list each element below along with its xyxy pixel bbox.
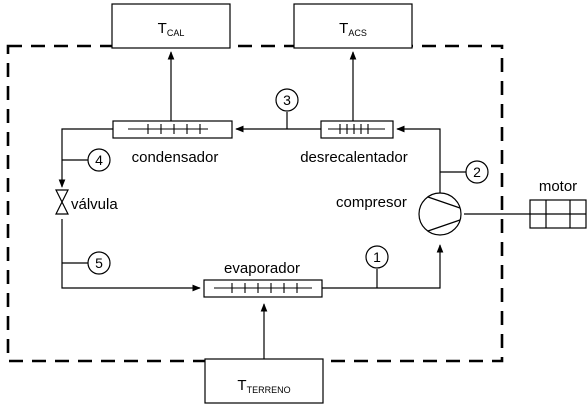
state-point-5: 5 bbox=[62, 251, 111, 275]
svg-text:1: 1 bbox=[373, 249, 381, 265]
desrecalentador-exchanger bbox=[320, 120, 394, 139]
reservoir-tterreno: TTERRENO bbox=[204, 358, 324, 404]
reservoir-tcal: TCAL bbox=[111, 3, 231, 49]
valve-symbol bbox=[55, 189, 69, 215]
svg-text:2: 2 bbox=[473, 164, 481, 180]
motor-symbol bbox=[529, 199, 587, 229]
svg-text:TTERRENO: TTERRENO bbox=[237, 377, 290, 395]
desrecalentador-label: desrecalentador bbox=[300, 149, 408, 166]
evaporador-exchanger bbox=[203, 279, 323, 298]
evaporador-label: evaporador bbox=[224, 260, 300, 277]
svg-text:4: 4 bbox=[95, 152, 103, 168]
state-point-3: 3 bbox=[275, 88, 299, 129]
state-point-2: 2 bbox=[440, 160, 489, 184]
condensador-exchanger bbox=[112, 120, 233, 139]
compresor-label: compresor bbox=[336, 194, 407, 211]
condensador-label: condensador bbox=[132, 149, 219, 166]
compressor-symbol bbox=[418, 192, 462, 236]
refrigerant-loop bbox=[58, 51, 530, 359]
svg-text:TACS: TACS bbox=[339, 20, 367, 38]
svg-text:TCAL: TCAL bbox=[158, 20, 185, 38]
valvula-label: válvula bbox=[71, 196, 118, 213]
state-point-4: 4 bbox=[62, 148, 111, 172]
reservoir-tacs: TACS bbox=[293, 3, 413, 49]
svg-text:5: 5 bbox=[95, 255, 103, 271]
system-boundary bbox=[6, 44, 504, 363]
state-point-1: 1 bbox=[365, 245, 389, 288]
motor-label: motor bbox=[539, 178, 577, 195]
svg-text:3: 3 bbox=[283, 92, 291, 108]
